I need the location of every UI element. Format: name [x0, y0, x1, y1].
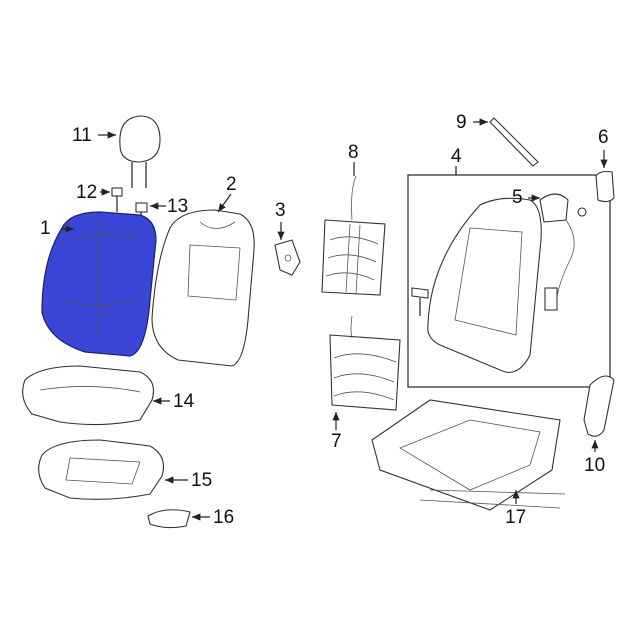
side-shield[interactable]	[583, 375, 615, 437]
headrest[interactable]	[119, 115, 161, 188]
callout-15: 15	[191, 470, 213, 491]
leader-lines	[62, 118, 608, 521]
lumbar-bracket[interactable]	[274, 239, 301, 276]
seat-cushion-cover[interactable]	[22, 365, 155, 426]
recliner-motor[interactable]	[539, 193, 587, 311]
callout-11: 11	[72, 125, 92, 146]
lower-spring-mat[interactable]	[329, 315, 401, 411]
callout-13: 13	[167, 196, 189, 217]
seat-cushion-pad[interactable]	[38, 439, 165, 500]
seat-back-pad[interactable]	[151, 209, 255, 367]
recliner-knob[interactable]	[595, 170, 615, 203]
callout-10: 10	[584, 455, 606, 476]
callout-1: 1	[40, 218, 51, 239]
callout-2: 2	[226, 174, 237, 195]
seat-track-frame[interactable]	[371, 399, 566, 511]
callout-8: 8	[348, 142, 359, 163]
callout-14: 14	[173, 391, 195, 412]
callout-6: 6	[598, 127, 609, 148]
seat-back-frame[interactable]	[411, 197, 542, 373]
callout-16: 16	[213, 507, 235, 528]
support-rod[interactable]	[489, 117, 539, 167]
callout-17: 17	[505, 507, 527, 528]
seat-back-frame-box	[407, 174, 611, 388]
callout-12: 12	[76, 182, 98, 203]
headrest-guide[interactable]	[111, 187, 123, 212]
callout-5: 5	[512, 187, 523, 208]
callout-4: 4	[451, 146, 462, 167]
occupant-sensor[interactable]	[147, 509, 191, 529]
callout-3: 3	[275, 200, 286, 221]
upper-spring-mat[interactable]	[321, 175, 386, 296]
callout-7: 7	[331, 431, 342, 452]
callout-9: 9	[456, 112, 467, 133]
